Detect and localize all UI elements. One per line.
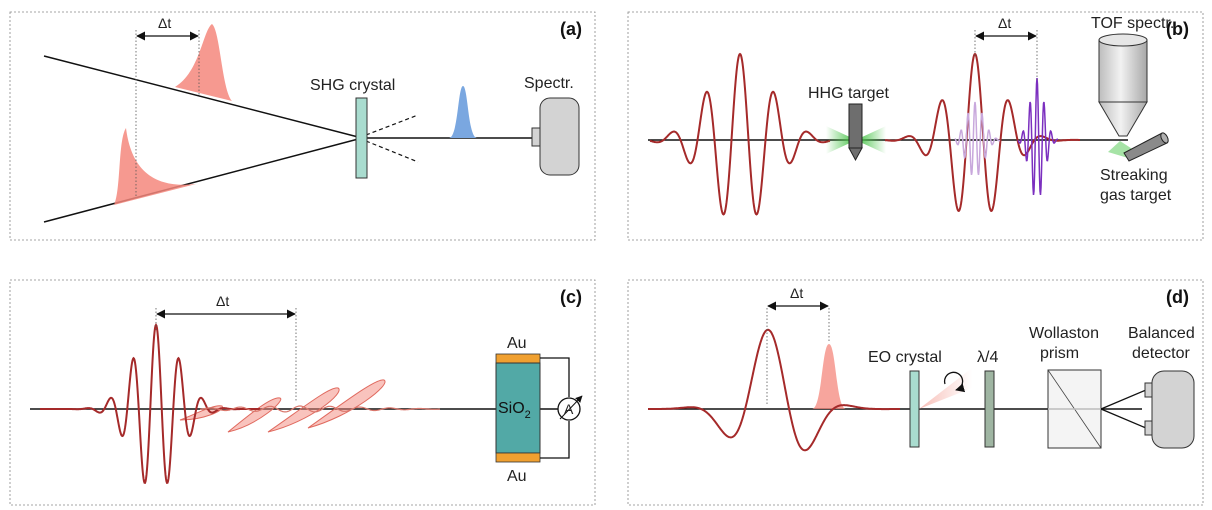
streaking-nozzle-end — [1160, 132, 1169, 144]
panel-c: (c) Δt Au Au SiO2 A — [9, 279, 596, 506]
xuv-pulse-ghost — [954, 101, 1001, 176]
field-pulse-c — [40, 323, 260, 485]
injection-lobe-1 — [227, 397, 282, 433]
beam-fundamental-up — [365, 114, 419, 136]
panel-a-frame — [9, 11, 596, 241]
tof-spectrometer-label: TOF spectr. — [1091, 15, 1174, 32]
detector-label-2: detector — [1132, 345, 1190, 362]
sio2-label-sub: 2 — [525, 409, 531, 421]
hhg-target-tip — [848, 147, 863, 162]
polarization-fan — [919, 368, 972, 409]
injection-lobe-4 — [179, 405, 223, 421]
delay-label-d: Δt — [790, 285, 803, 301]
pulse-lower — [114, 128, 196, 205]
eo-crystal-label: EO crystal — [868, 349, 942, 366]
probe-pulse — [812, 344, 846, 409]
shg-crystal — [355, 97, 368, 179]
beam-split-upper — [1100, 389, 1147, 410]
ammeter-label: A — [564, 401, 574, 417]
thz-field — [648, 328, 900, 452]
spectrometer-body — [539, 97, 580, 176]
circuit-wire-lower — [540, 421, 570, 459]
polarization-rotation-icon — [943, 371, 966, 393]
quarter-wave-plate — [984, 370, 995, 448]
hhg-glow-right — [860, 126, 886, 154]
delay-label-c: Δt — [216, 293, 229, 309]
beam-fundamental-down — [365, 140, 419, 163]
panel-b-frame — [627, 11, 1204, 241]
sio2-label: SiO2 — [498, 400, 531, 421]
field-pulse-c-tail — [200, 405, 441, 413]
beam-upper — [43, 55, 363, 139]
wollaston-label-2: prism — [1040, 345, 1079, 362]
beam-split-lower — [1100, 408, 1147, 429]
panel-d: (d) Δt EO crystal λ/4 Wollaston prism Ba… — [627, 279, 1204, 506]
gold-electrode-top — [495, 353, 541, 364]
hhg-target-label: HHG target — [808, 85, 889, 102]
au-label-bottom: Au — [507, 468, 527, 485]
injection-pulses — [179, 379, 386, 433]
tof-spectrometer-cone — [1098, 101, 1148, 137]
tof-spectrometer-body — [1098, 39, 1148, 103]
shg-crystal-label: SHG crystal — [310, 77, 395, 94]
wollaston-label-1: Wollaston — [1029, 325, 1099, 342]
hhg-target-nozzle — [848, 103, 863, 149]
streaking-label-1: Streaking — [1100, 167, 1168, 184]
delay-label: Δt — [158, 15, 171, 31]
tof-spectrometer-top — [1098, 33, 1148, 47]
balanced-detector — [1151, 370, 1195, 449]
sio2-label-main: SiO — [498, 400, 525, 417]
gold-electrode-bottom — [495, 452, 541, 463]
eo-crystal — [909, 370, 920, 448]
ammeter-needle — [559, 395, 583, 420]
delay-label-b: Δt — [998, 15, 1011, 31]
circuit-wire — [540, 357, 570, 397]
au-label-top: Au — [507, 335, 527, 352]
panel-b: (b) HHG target Δt TOF spectr. Streaking … — [627, 11, 1204, 241]
beam-lower — [43, 137, 363, 223]
panel-a-label: (a) — [560, 19, 582, 39]
sio2-sample — [495, 362, 541, 454]
pulse-upper — [175, 24, 232, 101]
injection-lobe-3 — [307, 379, 386, 429]
hhg-glow-left — [826, 126, 852, 154]
streaking-label-2: gas target — [1100, 187, 1172, 204]
shg-pulse — [449, 86, 477, 138]
spectrometer-label: Spectr. — [524, 75, 574, 92]
quarter-wave-label: λ/4 — [977, 349, 998, 366]
panel-b-label: (b) — [1166, 19, 1189, 39]
detector-label-1: Balanced — [1128, 325, 1195, 342]
panel-c-frame — [9, 279, 596, 506]
ir-pulse-left — [649, 52, 831, 216]
panel-c-label: (c) — [560, 287, 582, 307]
injection-lobe-2 — [267, 387, 340, 433]
xuv-pulse — [1017, 77, 1058, 195]
panel-a: (a) Δt SHG crystal Spectr. — [9, 11, 596, 241]
panel-d-label: (d) — [1166, 287, 1189, 307]
